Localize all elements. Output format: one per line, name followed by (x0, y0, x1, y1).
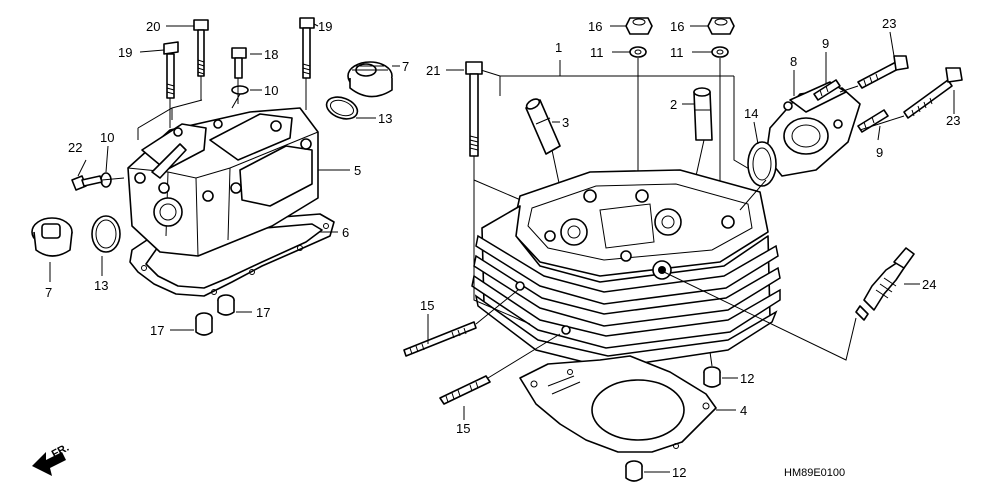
callout-16-a: 16 (588, 19, 602, 34)
callout-24: 24 (922, 277, 936, 292)
nut-16-left (625, 17, 653, 35)
cylinder-head-gasket (519, 355, 717, 453)
callout-5: 5 (354, 163, 361, 178)
callout-10-top: 10 (264, 83, 278, 98)
bolt-19-right (299, 17, 315, 79)
filler-cap-7-top (347, 61, 393, 98)
dowel-pin-12-bottom (625, 460, 643, 482)
callout-17-b: 17 (150, 323, 164, 338)
callout-8: 8 (790, 54, 797, 69)
nut-16-right (707, 17, 735, 35)
callout-13-top: 13 (378, 111, 392, 126)
stud-15-lower (439, 375, 491, 405)
callout-17-a: 17 (256, 305, 270, 320)
bolt-23-lower (903, 67, 963, 119)
stud-9-upper (813, 79, 841, 101)
bolt-19-left (163, 41, 179, 99)
filler-cap-7-bottom (31, 217, 73, 257)
bolt-18 (231, 47, 247, 79)
callout-7-bottom: 7 (45, 285, 52, 300)
callout-16-b: 16 (670, 19, 684, 34)
callout-labels: 20 19 19 18 10 7 13 22 10 5 6 7 13 17 17… (45, 16, 960, 480)
callout-15-b: 15 (456, 421, 470, 436)
callout-11-a: 11 (590, 45, 604, 60)
valve-guide-3 (525, 98, 561, 155)
o-ring-14 (747, 141, 777, 187)
washer-11-right (711, 46, 729, 58)
callout-4: 4 (740, 403, 747, 418)
stud-15-upper (403, 321, 477, 357)
callout-12-b: 12 (672, 465, 686, 480)
callout-3: 3 (562, 115, 569, 130)
callout-23-a: 23 (882, 16, 896, 31)
callout-14: 14 (744, 106, 758, 121)
o-ring-13-top (325, 96, 359, 120)
intake-pipe (765, 81, 861, 177)
callout-20: 20 (146, 19, 160, 34)
callout-1: 1 (555, 40, 562, 55)
front-direction-label: FR. (50, 442, 71, 461)
callout-11-b: 11 (670, 45, 684, 60)
callout-6: 6 (342, 225, 349, 240)
cylinder-head (471, 169, 781, 369)
bolt-20 (193, 19, 209, 77)
callout-22: 22 (68, 140, 82, 155)
spark-plug (855, 247, 915, 321)
callout-9-a: 9 (822, 36, 829, 51)
front-direction-arrow-icon (32, 452, 66, 476)
callout-18: 18 (264, 47, 278, 62)
dowel-pin-17-a (217, 294, 235, 316)
callout-12-a: 12 (740, 371, 754, 386)
valve-guide-2 (693, 87, 713, 141)
bolt-23-upper (857, 55, 909, 89)
dowel-pin-12-top (703, 366, 721, 388)
callout-leaders (49, 23, 955, 473)
bolt-21 (465, 61, 483, 157)
bolt-22 (71, 175, 103, 191)
callout-9-b: 9 (876, 145, 883, 160)
washer-11-left (629, 46, 647, 58)
callout-15-a: 15 (420, 298, 434, 313)
cylinder-head-cover (127, 107, 319, 257)
dowel-pin-17-b (195, 312, 213, 336)
callout-13-bottom: 13 (94, 278, 108, 293)
washer-10-top (231, 85, 249, 95)
callout-23-b: 23 (946, 113, 960, 128)
callout-7-top: 7 (402, 59, 409, 74)
callout-19-a: 19 (318, 19, 332, 34)
callout-19-b: 19 (118, 45, 132, 60)
drawing-code: HM89E0100 (784, 467, 845, 479)
callout-21: 21 (426, 63, 440, 78)
callout-2: 2 (670, 97, 677, 112)
o-ring-13-bottom (91, 215, 121, 253)
callout-10-left: 10 (100, 130, 114, 145)
